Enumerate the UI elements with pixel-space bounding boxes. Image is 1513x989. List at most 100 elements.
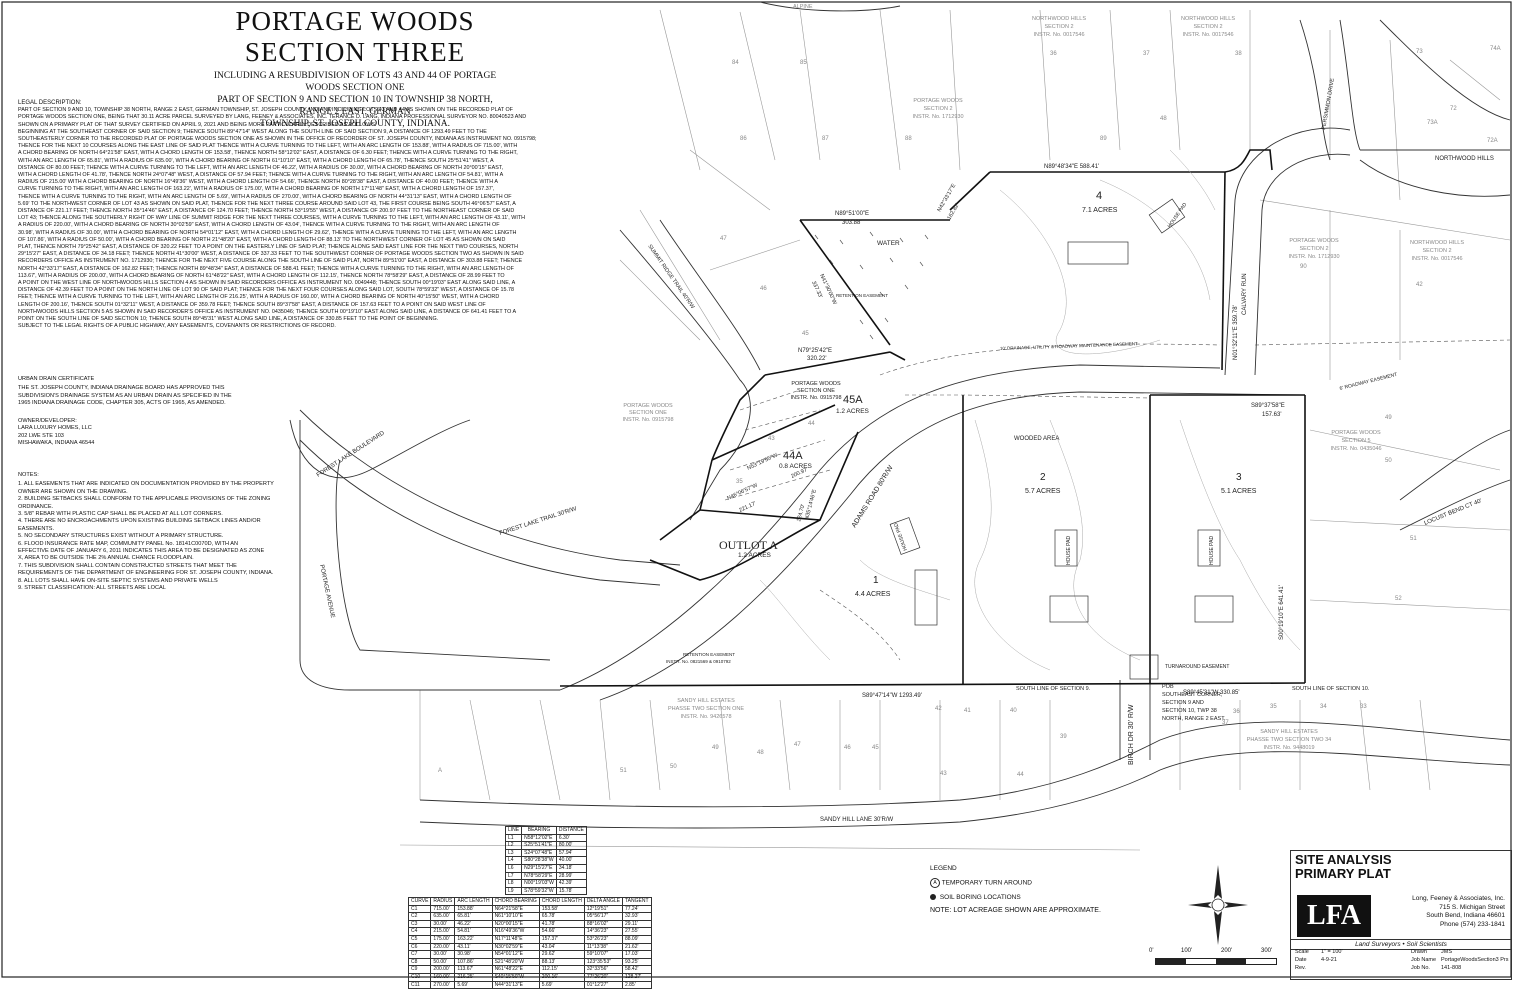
bearing-north-lot4: N89°48'34"E 588.41' (1044, 164, 1099, 170)
table-cell: 80.00' (555, 841, 587, 850)
pob-line: POB (1162, 684, 1174, 690)
nh2b-line: NORTHWOOD HILLS (1181, 16, 1235, 22)
note-line: REQUIREMENTS OF THE DEPARTMENT OF ENGINE… (18, 570, 274, 577)
lot-45a-acres: 1.2 ACRES (836, 408, 870, 415)
sh1-line: PHASSE TWO SECTION ONE (668, 706, 744, 712)
neighbor-lot-number: A (438, 768, 442, 774)
bearing-ne-diag-dist: 162.82' (947, 203, 961, 221)
table-cell: N61°48'22"E (491, 965, 540, 974)
firm-logo: LFA (1297, 895, 1371, 937)
adams-road-north-edge (559, 364, 1221, 691)
table-cell: C8 (407, 957, 432, 967)
neighbor-lot-number: 33 (1360, 704, 1367, 710)
road-summit-ridge: SUMMIT RIDGE TRAIL 40'R/W (646, 244, 695, 311)
table-cell: 128.27' (621, 972, 652, 982)
label-pw-section-one-a: PORTAGE WOODS SECTION ONE INSTR. No. 091… (790, 381, 841, 401)
table-header-cell: RADIUS (430, 897, 456, 906)
table-cell: C4 (407, 927, 432, 936)
table-cell: S78°59'32"W (521, 886, 557, 896)
bearing-lot45a-north-dist: 320.22' (807, 356, 827, 362)
urban-drain-certificate: URBAN DRAIN CERTIFICATE THE ST. JOSEPH C… (18, 376, 348, 408)
table-cell: 88.13' (538, 957, 585, 967)
table-header-cell: ARC LENGTH (454, 897, 493, 906)
table-cell: N64°21'58"E (491, 904, 540, 914)
table-cell: 21.62' (621, 942, 652, 952)
note-line: 5. NO SECONDARY STRUCTURES EXIST WITHOUT… (18, 533, 224, 540)
legal-line: RECORDERS OFFICE AS INSTRUMENT NO. 17129… (18, 258, 523, 265)
notes: NOTES: 1. ALL EASEMENTS THAT ARE INDICAT… (18, 472, 298, 593)
adams-road-south-edge (599, 391, 1301, 701)
legend-item: SOIL BORING LOCATIONS (930, 894, 1101, 901)
neighbor-lot-number: 35 (1270, 704, 1277, 710)
lot-44a-number: 44A (783, 450, 803, 462)
bearing-lot3-north-dist: 157.63' (1262, 412, 1282, 418)
drain-line: THE ST. JOSEPH COUNTY, INDIANA DRAINAGE … (18, 385, 225, 392)
scale-tick: 100' (1181, 948, 1193, 954)
bearing-outlot-2-dist: 124.70' (796, 504, 806, 523)
pw2-line: SECTION 2 (923, 106, 952, 112)
table-cell: 5.69' (538, 980, 585, 989)
neighbor-lot-number: 51 (620, 768, 627, 774)
jobno-value: 141-808 (1441, 965, 1462, 971)
note-line: ORDINANCE. (18, 503, 54, 510)
nh2a-line: INSTR. No. 0017546 (1033, 32, 1084, 38)
note-line: 3. 5/8" REBAR WITH PLASTIC CAP SHALL BE … (18, 511, 223, 518)
legal-line: A POINT ON THE WEST LINE OF NORTHWOODS H… (18, 280, 516, 287)
neighbor-lot-number: 38 (1235, 51, 1242, 57)
pob-line: SECTION 10, TWP 38 (1162, 708, 1217, 714)
table-cell: 01°12'27" (583, 980, 623, 989)
scale-bar-track (1155, 958, 1277, 965)
bearing-44a: N53°19'55"W (746, 452, 779, 472)
subtitle-line: INCLUDING A RESUBDIVISION OF LOTS 43 AND… (213, 71, 497, 93)
pw1-line: SECTION ONE (797, 388, 835, 394)
neighbor-lot-number: 52 (1395, 596, 1402, 602)
plat-boundary (559, 149, 1306, 687)
firm-tagline: Land Surveyors • Soil Scientists (1291, 939, 1511, 950)
neighbor-lot-number: 73 (1416, 49, 1423, 55)
bearing-outlot-2: N35°14'46"E (804, 489, 818, 521)
note-line: 6. FLOOD INSURANCE RATE MAP, COMMUNITY P… (18, 540, 239, 547)
nh2c-line: INSTR. No. 0017546 (1411, 256, 1462, 262)
legal-line: THENCE FOR THE NEXT 10 COURSES ALONG THE… (18, 143, 518, 150)
legal-lines: PART OF SECTION 9 AND 10, TOWNSHIP 38 NO… (18, 107, 563, 330)
scale-tick: 300' (1261, 948, 1273, 954)
table-cell: 123°35'53" (583, 957, 623, 967)
table-cell: 53°26'23" (583, 934, 623, 944)
bearing-lot45a-north: N79°25'42"E (798, 348, 832, 354)
label-pw-section-two-a: PORTAGE WOODS SECTION 2 INSTR. No. 17129… (912, 98, 963, 120)
label-nh-section-two-b: NORTHWOOD HILLS SECTION 2 INSTR. No. 001… (1181, 16, 1235, 38)
table-cell: 715.00' (430, 904, 456, 914)
table-cell: 40.00' (555, 856, 587, 865)
outlot-a-number: OUTLOT A (719, 538, 778, 552)
table-cell: 58.42' (621, 965, 652, 974)
legal-line: 113.67', WITH A RADIUS OF 200.00', WITH … (18, 272, 505, 279)
label-wooded-area: WOODED AREA (1014, 436, 1059, 442)
neighbor-lot-number: 44 (1017, 772, 1024, 778)
bearing-south-line-10: S89°45'31"W 330.85' (1183, 690, 1240, 696)
pw5-line: INSTR. No. 0435046 (1330, 446, 1381, 452)
table-cell: 200.16' (538, 972, 585, 982)
legal-line: PORTAGE WOODS SECTION ONE, BEING THAT 30… (18, 114, 527, 121)
legal-line: WITH AN ARC LENGTH OF 65.81', WITH A RAD… (18, 157, 494, 164)
road-sandy-hill: SANDY HILL LANE 30'R/W (820, 817, 894, 823)
table-cell: L1 (504, 833, 523, 843)
table-cell: 32.93' (621, 912, 652, 921)
label-pw-section-five: PORTAGE WOODS SECTION 5 INSTR. No. 04350… (1330, 430, 1381, 452)
neighbor-lot-number: 43 (940, 771, 947, 777)
legal-line: 30.98', WITH A RADIUS OF 30.00', WITH A … (18, 229, 517, 236)
pw1b-line: SECTION ONE (629, 410, 667, 416)
firm-info: Long, Feeney & Associates, Inc. 715 S. M… (1375, 895, 1505, 929)
note-line: 9. STREET CLASSIFICATION: ALL STREETS AR… (18, 585, 166, 592)
neighbor-lot-number: 40 (1010, 708, 1017, 714)
table-header-cell: BEARING (521, 826, 557, 835)
legend-label: SOIL BORING LOCATIONS (939, 894, 1021, 901)
legal-line: DISTANCE OF 80.00 FEET; THENCE WITH A CU… (18, 164, 504, 171)
